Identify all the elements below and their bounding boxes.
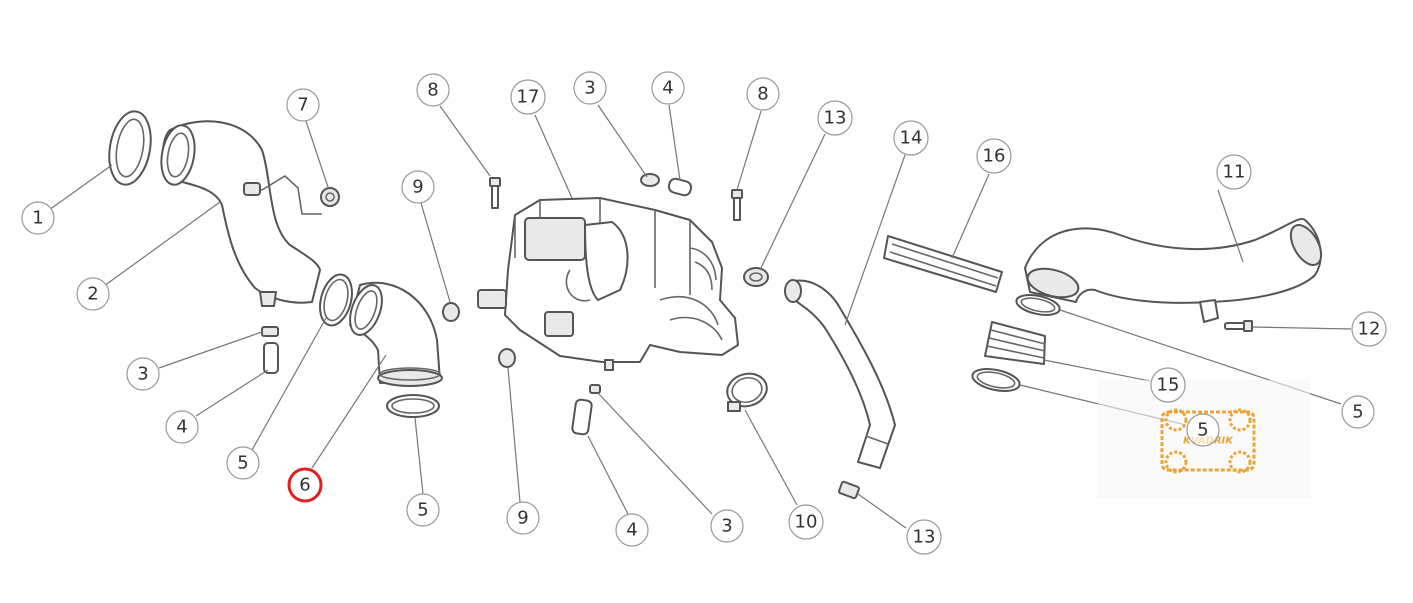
callout-label: 2	[87, 284, 98, 305]
callout-13: 13	[817, 100, 853, 136]
callout-label: 12	[1358, 319, 1381, 340]
callout-label: 5	[417, 500, 428, 521]
callout-16: 16	[976, 138, 1012, 174]
callout-5: 5	[1186, 413, 1220, 447]
callout-label: 5	[237, 453, 248, 474]
callout-label: 5	[1197, 420, 1208, 441]
part-4-hose-left	[263, 342, 279, 374]
part-7-nut	[320, 187, 340, 207]
part-13-clamp-lower	[838, 480, 860, 500]
part-5-ring-clamp-c	[1015, 294, 1061, 316]
part-4-hose-bottom	[571, 398, 593, 436]
callout-8: 8	[746, 77, 780, 111]
part-14-drain-hose	[784, 279, 896, 469]
part-13-clamp-upper	[743, 267, 769, 287]
callout-7: 7	[286, 88, 320, 122]
callout-2: 2	[76, 277, 110, 311]
callout-label: 3	[721, 516, 732, 537]
callout-label: 6	[299, 475, 310, 496]
part-2-intake-duct	[160, 120, 322, 307]
part-3-clamp-top	[640, 173, 660, 187]
part-17-airbox	[477, 197, 739, 371]
callout-label: 17	[517, 87, 540, 108]
callout-label: 4	[176, 417, 187, 438]
callout-label: 11	[1223, 162, 1246, 183]
part-8-bolt-a	[489, 177, 501, 209]
callout-4: 4	[651, 71, 685, 105]
part-5-ring-clamp-a	[319, 273, 353, 327]
callout-10: 10	[788, 504, 824, 540]
callout-15: 15	[1150, 367, 1186, 403]
callout-label: 4	[662, 78, 673, 99]
callout-label: 9	[517, 508, 528, 529]
part-10-clamp-band	[726, 372, 768, 412]
callout-label: 4	[626, 520, 637, 541]
callout-5: 5	[1341, 395, 1375, 429]
part-12-bolt	[1224, 320, 1253, 332]
callout-label: 13	[824, 108, 847, 129]
part-11-outlet-duct	[1024, 217, 1323, 323]
leader-lines	[48, 104, 1352, 529]
callout-3: 3	[126, 357, 160, 391]
part-15-bellows	[984, 321, 1046, 365]
callout-label: 8	[757, 84, 768, 105]
callout-4: 4	[615, 513, 649, 547]
part-1-gasket	[108, 110, 152, 186]
part-9-grommet-b	[498, 348, 516, 368]
part-8-bolt-b	[731, 189, 743, 221]
part-3-clamp-bottom	[589, 384, 601, 394]
callout-label: 3	[137, 364, 148, 385]
callout-3: 3	[710, 509, 744, 543]
callout-5: 5	[406, 493, 440, 527]
callout-11: 11	[1216, 154, 1252, 190]
callout-17: 17	[510, 79, 546, 115]
callout-label: 5	[1352, 402, 1363, 423]
callout-9: 9	[401, 170, 435, 204]
callout-12: 12	[1351, 311, 1387, 347]
callout-14: 14	[893, 120, 929, 156]
part-4-hose-top	[667, 177, 693, 197]
part-16-air-filter	[883, 235, 1003, 293]
callout-label: 3	[584, 78, 595, 99]
callout-label: 14	[900, 128, 923, 149]
callout-label: 7	[297, 95, 308, 116]
part-3-clamp-left	[261, 326, 279, 337]
callout-13: 13	[906, 519, 942, 555]
callout-1: 1	[21, 201, 55, 235]
callout-8: 8	[416, 73, 450, 107]
callout-label: 10	[795, 512, 818, 533]
callout-label: 1	[32, 208, 43, 229]
callout-label: 8	[427, 80, 438, 101]
part-9-grommet-a	[442, 302, 460, 322]
callout-4: 4	[165, 410, 199, 444]
callout-label: 13	[913, 527, 936, 548]
callout-9: 9	[506, 501, 540, 535]
callout-6-highlighted: 6	[287, 467, 323, 503]
callout-label: 16	[983, 146, 1006, 167]
callout-3: 3	[573, 71, 607, 105]
part-5-ring-clamp-b	[386, 394, 440, 418]
callout-5: 5	[226, 446, 260, 480]
callout-label: 15	[1157, 375, 1180, 396]
part-6-elbow-boot	[349, 281, 443, 387]
part-5-ring-clamp-d	[971, 368, 1021, 392]
callout-label: 9	[412, 177, 423, 198]
